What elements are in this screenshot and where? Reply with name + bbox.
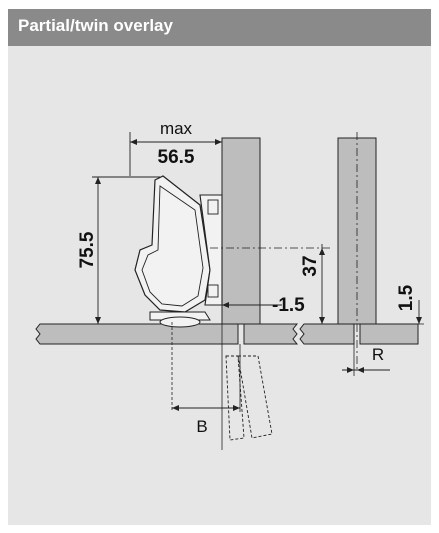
arrow-R-left: [347, 367, 354, 373]
hinge-cup: [149, 311, 211, 321]
arrow-right-15: [416, 317, 422, 324]
mounting-plate-screw: [207, 284, 219, 298]
arrow-height-top: [95, 177, 101, 184]
arrow-B-left: [172, 405, 179, 411]
arrow-max-left: [130, 139, 137, 145]
door-open-position-2: [237, 355, 273, 439]
door-panel-left: [35, 323, 239, 345]
arrow-37-top: [319, 248, 325, 255]
cabinet-side-panel-left: [221, 137, 261, 325]
door-panel-middle: [243, 323, 299, 345]
arrow-max-right: [215, 139, 222, 145]
header-title: Partial/twin overlay: [18, 16, 173, 35]
label-height: 75.5: [77, 231, 98, 268]
label-right-15: 1.5: [396, 284, 417, 311]
label-max-value: 56.5: [158, 147, 195, 168]
mounting-plate-clip: [207, 199, 219, 215]
door-panel-right: [299, 323, 355, 345]
hinge-arm-inner: [141, 185, 204, 307]
arrow-R-right: [357, 367, 364, 373]
hinge-arm: [134, 175, 211, 313]
arrow-B-right: [233, 405, 240, 411]
label-R: R: [372, 345, 384, 364]
label-neg-15: -1.5: [272, 295, 305, 316]
label-B: B: [196, 417, 207, 436]
label-max: max: [160, 119, 193, 138]
mounting-plate: [199, 194, 223, 306]
door-open-position-1: [225, 355, 245, 441]
arrow-37-bottom: [319, 317, 325, 324]
label-37: 37: [300, 255, 321, 276]
door-panel-right-edge: [359, 323, 419, 345]
hinge-cup-base: [159, 316, 201, 328]
arrow-height-bottom: [95, 317, 101, 324]
header-bar: Partial/twin overlay: [8, 9, 431, 46]
arrow-neg: [222, 302, 229, 308]
